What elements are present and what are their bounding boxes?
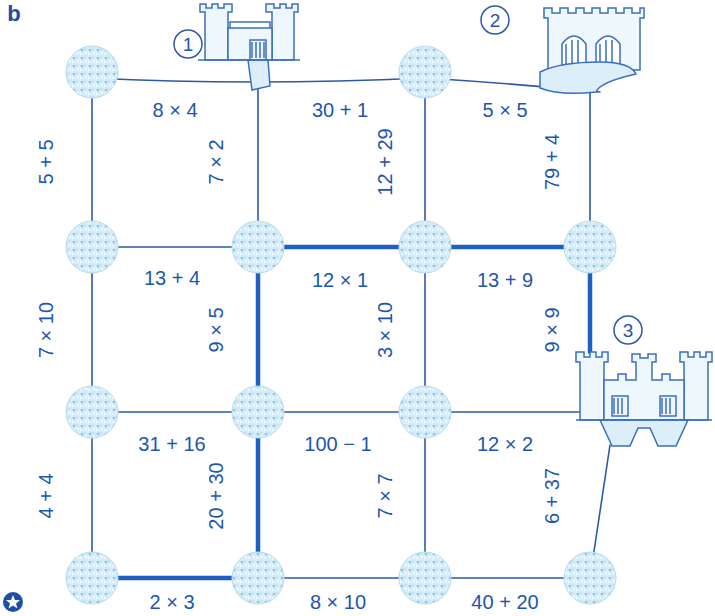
edge-expression: 31 + 16: [138, 434, 205, 454]
callout-number: 2: [490, 11, 501, 30]
edge-expression: 7 × 10: [36, 302, 56, 358]
edge-expression: 9 × 5: [206, 307, 226, 352]
edge-expression: 8 × 10: [310, 592, 366, 612]
edge-expression: 13 + 9: [477, 270, 533, 290]
edge-expression: 3 × 10: [375, 302, 395, 358]
edge-expression: 13 + 4: [144, 268, 200, 288]
castle-one: [198, 4, 300, 90]
edge-expression: 12 × 1: [312, 270, 368, 290]
callout-number: 1: [183, 35, 194, 54]
callout-ring: [481, 6, 509, 34]
callout-ring: [174, 30, 202, 58]
edge-expression: 79 + 4: [542, 134, 562, 190]
edge-expression: 4 + 4: [36, 473, 56, 518]
edge-expression: 40 + 20: [471, 592, 538, 612]
grid-lines: [92, 72, 610, 578]
edge-expression: 9 × 9: [542, 307, 562, 352]
edge-expression: 2 × 3: [149, 592, 194, 612]
edge-expression: 6 + 37: [542, 468, 562, 524]
route-line: [92, 247, 590, 578]
edge-expression: 12 × 2: [477, 434, 533, 454]
edge-expression: 20 + 30: [206, 462, 226, 529]
callout-ring: [614, 316, 642, 344]
edge-expression: 5 × 5: [482, 100, 527, 120]
castle-three: [576, 352, 712, 446]
start-star: [3, 592, 23, 612]
edge-expression: 12 + 29: [375, 128, 395, 195]
edge-expression: 7 × 2: [206, 139, 226, 184]
castle-two: [540, 8, 644, 93]
edge-expression: 5 + 5: [36, 139, 56, 184]
edge-expression: 8 × 4: [152, 100, 197, 120]
edge-expression: 7 × 7: [375, 473, 395, 518]
exercise-letter: b: [7, 3, 20, 25]
edge-expression: 100 − 1: [304, 434, 371, 454]
snowball-stops: [66, 46, 616, 604]
callout-number: 3: [623, 321, 634, 340]
edge-expression: 30 + 1: [312, 100, 368, 120]
